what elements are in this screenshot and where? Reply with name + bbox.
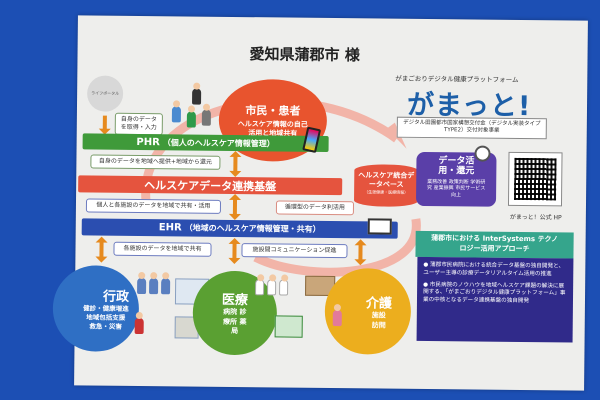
data-use-title: データ活用・還元	[438, 156, 475, 177]
qr-code[interactable]	[507, 151, 563, 207]
doctor-icon	[279, 279, 289, 296]
caregiver-icon	[332, 310, 342, 327]
approach-body: ● 蒲郡市民病院における統合データ基盤の独自開発と、ユーザー主導の診療データリア…	[416, 256, 574, 343]
ehr-sub: （地域のヘルスケア情報管理・共有）	[184, 223, 321, 234]
kaigo-desc: 施設 訪問	[371, 311, 386, 330]
phr-sub: （個人のヘルスケア情報管理）	[162, 137, 275, 148]
pharmacy-icon	[274, 315, 303, 338]
phr-bar: PHR（個人のヘルスケア情報管理）	[82, 133, 329, 152]
person-icon	[134, 317, 144, 335]
citizen-title: 市民・患者	[245, 104, 301, 118]
qr-caption: がまっと！公式 HP	[509, 213, 562, 222]
poster: 愛知県蒲郡市 様 ライフポータル 自身のデータを取得・入力 市民・患者 ヘルスケ…	[52, 15, 588, 391]
person-icon	[161, 278, 171, 295]
label-communication: 施設間コミュニケーション促進	[241, 243, 348, 258]
arrow-both-icon	[232, 242, 237, 260]
iryo-title: 医療	[221, 293, 249, 309]
arrow-both-icon	[233, 155, 238, 173]
iryo-circle: 医療 病院 診療所 薬局	[192, 270, 278, 356]
kaigo-title: 介護	[365, 296, 393, 312]
approach-bullet-2: ● 市民病院のノウハウを地域ヘルスケア課題の解決に展開する、「がまごおりデジタル…	[422, 281, 566, 305]
doctor-icon	[255, 279, 265, 296]
database-title: ヘルスケア統合データベース	[358, 171, 415, 189]
ehr-bar: EHR（地域のヘルスケア情報管理・共有）	[81, 218, 398, 239]
doctor-icon	[267, 279, 277, 296]
monitor-icon	[367, 218, 392, 235]
gyosei-title: 行政	[102, 289, 130, 306]
person-icon	[192, 88, 202, 105]
data-use-items: 業務改善 政策判断 学術研究 産業振興 市民サービス向上	[427, 178, 486, 199]
arrow-both-icon	[232, 198, 238, 216]
gyosei-desc: 健診・健康増進 地域包括支援 救急・災害	[83, 304, 129, 331]
label-provide: 自身のデータを地域へ提供+地域から還元	[90, 154, 221, 170]
arc-arrowhead	[386, 122, 407, 149]
phr-title: PHR	[136, 136, 160, 148]
portal-logo: ライフポータル	[86, 75, 124, 112]
approach-header: 蒲郡市における InterSystems テクノロジー活用アプローチ	[415, 230, 574, 259]
person-icon	[149, 278, 159, 295]
approach-bullet-text: 市民病院のノウハウを地域ヘルスケア課題の解決に展開する、「がまごおりデジタル健康…	[422, 281, 566, 305]
qr-pattern	[514, 157, 557, 201]
grant-box: デジタル田園都市国家構想交付金（デジタル実装タイプ TYPE2）交付対象事業	[396, 116, 547, 140]
gyosei-circle: 行政 健診・健康増進 地域包括支援 救急・災害	[52, 265, 140, 352]
arrow-both-icon	[99, 241, 104, 258]
iryo-desc: 病院 診療所 薬局	[222, 308, 247, 336]
label-circular: 循環型のデータ利活用	[275, 200, 355, 216]
person-icon	[171, 106, 182, 123]
label-facility-share: 各施設のデータを地域で共有	[113, 241, 212, 257]
person-icon	[137, 277, 147, 295]
ehr-title: EHR	[158, 222, 182, 234]
arrow-down-icon	[102, 115, 107, 130]
person-icon	[201, 109, 211, 126]
page-title: 愛知県蒲郡市 様	[249, 45, 360, 65]
database-sub: （生涯健康・医療情報）	[364, 188, 409, 195]
platform-bar: ヘルスケアデータ連携基盤	[78, 175, 343, 196]
label-share-personal: 個人と各施設のデータを地域で共有・活用	[85, 198, 222, 214]
label-acquire: 自身のデータを取得・入力	[114, 112, 163, 135]
arrow-both-icon	[358, 244, 363, 261]
approach-bullet-text: 蒲郡市民病院における統合データ基盤の独自開発と、ユーザー主導の診療データリアルタ…	[423, 262, 565, 278]
person-icon	[186, 111, 196, 128]
approach-bullet-1: ● 蒲郡市民病院における統合データ基盤の独自開発と、ユーザー主導の診療データリア…	[423, 261, 565, 278]
database-cylinder: ヘルスケア統合データベース （生涯健康・医療情報）	[353, 164, 419, 207]
magnifier-icon	[474, 145, 491, 162]
portal-logo-text: ライフポータル	[91, 90, 120, 96]
